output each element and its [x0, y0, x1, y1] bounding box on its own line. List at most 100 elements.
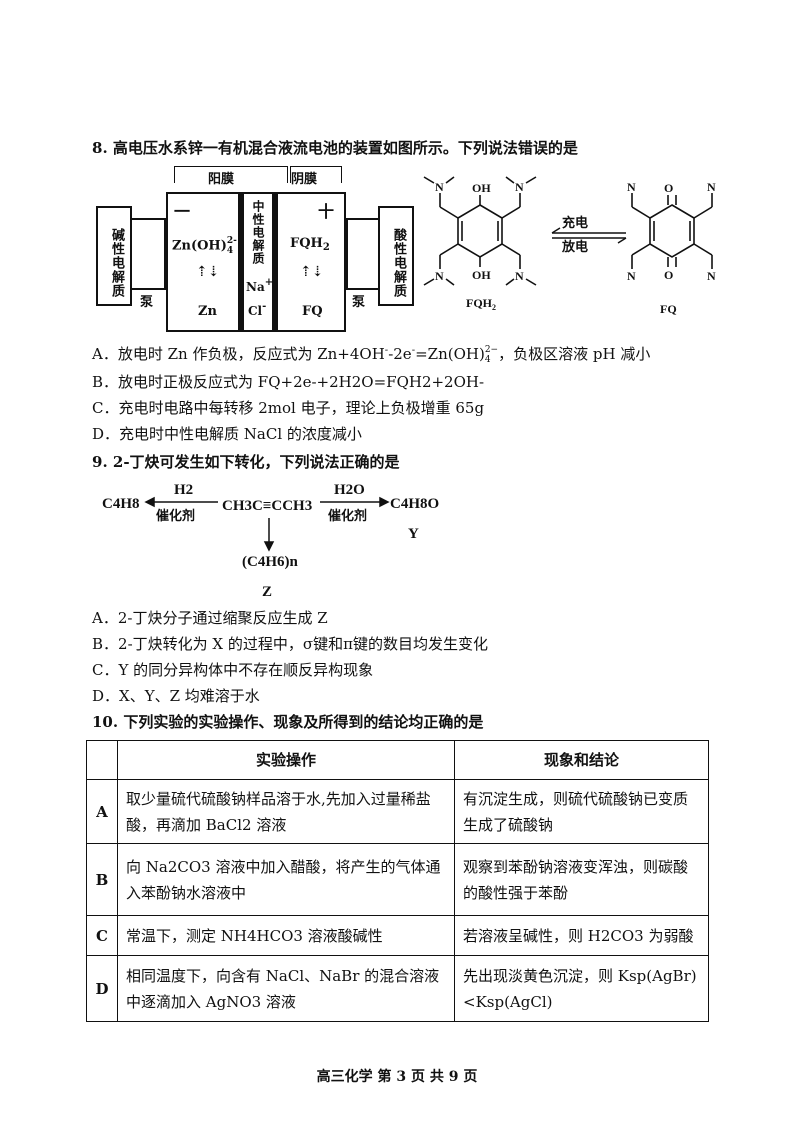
dashed-up-arrow: ⇡⇣: [196, 264, 220, 280]
table-row: D 相同温度下，向含有 NaCl、NaBr 的混合溶液中逐滴加入 AgNO3 溶…: [86, 955, 709, 1022]
product-x-formula: C4H8: [102, 496, 140, 512]
neutral-electrolyte-label: 中性电解质: [251, 200, 265, 265]
arrow-to-z-head: [263, 541, 275, 552]
fqh2-me5: [423, 278, 435, 286]
right-tank-label: 酸性电解质: [391, 228, 406, 298]
row-operation: 相同温度下，向含有 NaCl、NaBr 的混合溶液中逐滴加入 AgNO3 溶液: [117, 955, 455, 1022]
left-tank: 碱性电解质: [96, 206, 132, 306]
q9-reaction-scheme: C4H8 H2 催化剂 CH3C≡CCH3 H2O 催化剂 C4H8O Y (C…: [102, 482, 439, 600]
q9-stem: 9. 2-丁炔可发生如下转化，下列说法正确的是: [92, 453, 400, 471]
cl-label: Cl-: [248, 301, 267, 319]
q10-stem-text: 下列实验的实验操作、现象及所得到的结论均正确的是: [123, 713, 484, 731]
fq-ch2-ur: [693, 206, 713, 219]
fq-n4: N: [707, 269, 716, 283]
pump-left-label: 泵: [140, 295, 154, 310]
row-letter: B: [86, 843, 118, 916]
label-y: Y: [408, 526, 419, 542]
q9-option-a: A．2-丁炔分子通过缩聚反应生成 Z: [92, 609, 328, 627]
anode-membrane-label: 阳膜: [208, 172, 235, 187]
q9-stem-text: 2-丁炔可发生如下转化，下列说法正确的是: [112, 453, 400, 471]
fqh2-ring: [457, 204, 503, 258]
fq-o-bottom: O: [664, 268, 673, 282]
fqh2-structure: [423, 176, 537, 286]
fqh2-ch2-lr: [501, 243, 521, 256]
reactant-2-butyne: CH3C≡CCH3: [222, 498, 312, 514]
anode-membrane: [240, 192, 244, 332]
row-result: 观察到苯酚钠溶液变浑浊，则碳酸的酸性强于苯酚: [454, 843, 709, 916]
row-operation: 常温下，测定 NH4HCO3 溶液酸碱性: [117, 915, 455, 956]
table-header-blank: [86, 740, 118, 780]
fq-n3: N: [627, 269, 636, 283]
fq-reaction-scheme: OH OH N N N N FQH2 充电 放电 O O N N N N FQ: [423, 176, 716, 316]
h2o-reagent: H2O: [334, 482, 365, 498]
pos-sign: 十: [318, 202, 335, 221]
fq-ch2-lr: [693, 243, 713, 256]
experiment-table: 实验操作 现象和结论 A 取少量硫代硫酸钠样品溶于水,先加入过量稀盐酸，再滴加 …: [86, 740, 709, 1022]
fqh2-ch2-ur: [501, 206, 521, 219]
fqh2-ch2-ul: [439, 206, 459, 219]
row-letter: A: [86, 779, 118, 844]
negative-cell: 一 Zn(OH)2-4 ⇡⇣ Zn: [166, 192, 240, 332]
positive-cell: 十 FQH2 ⇡⇣ FQ: [276, 192, 346, 332]
q8-option-d: D．充电时中性电解质 NaCl 的浓度减小: [92, 425, 362, 443]
pump-right-label: 泵: [352, 295, 366, 310]
na-label: Na+: [246, 277, 274, 295]
fq-ch2-ll: [631, 243, 651, 256]
fq-ch2-ul: [631, 206, 651, 219]
fqh2-cell-label: FQH2: [290, 236, 330, 253]
fqh2-ch2-ll: [439, 243, 459, 256]
fqh2-n3: N: [435, 269, 444, 283]
fq-ring: [649, 204, 695, 258]
row-operation: 向 Na2CO3 溶液中加入醋酸，将产生的气体通入苯酚钠水溶液中: [117, 843, 455, 916]
zn-label: Zn: [198, 304, 217, 319]
product-z-formula: (C4H6)n: [242, 554, 298, 570]
q9-option-d: D．X、Y、Z 均难溶于水: [92, 687, 260, 705]
charge-label: 充电: [562, 215, 588, 230]
q8-number: 8: [92, 139, 103, 157]
fq-label: FQ: [660, 302, 677, 316]
left-pipe: [132, 218, 166, 290]
battery-diagram: 阳膜 阴膜 碱性电解质 泵 一 Zn(OH)2-4 ⇡⇣ Zn 中性电解质 Na…: [94, 162, 416, 337]
zn-oh-label: Zn(OH)2-4: [172, 236, 237, 256]
equilibrium-arrows: [551, 227, 627, 244]
q9-option-c: C．Y 的同分异构体中不存在顺反异构现象: [92, 661, 374, 679]
cathode-membrane-bracket: [290, 166, 342, 183]
fqh2-label: FQH2: [466, 296, 496, 312]
h2-reagent: H2: [174, 482, 193, 498]
discharge-label: 放电: [561, 239, 588, 254]
right-tank: 酸性电解质: [378, 206, 414, 306]
neg-sign: 一: [174, 202, 191, 221]
fq-n2: N: [707, 180, 716, 194]
dashed-arrow-right: ⇡⇣: [300, 264, 324, 280]
q9-option-b: B．2-丁炔转化为 X 的过程中，σ键和π键的数目均发生变化: [92, 635, 488, 653]
fqh2-me4: [525, 176, 537, 184]
row-letter: C: [86, 915, 118, 956]
arrow-to-x-head: [144, 496, 155, 508]
fq-structure: [631, 193, 713, 269]
fqh2-me7: [505, 278, 515, 286]
q8-option-c: C．充电时电路中每转移 2mol 电子，理论上负极增重 65g: [92, 399, 485, 417]
catalyst-2: 催化剂: [328, 508, 367, 523]
fqh2-me3: [505, 176, 515, 184]
q8-option-a: A．放电时 Zn 作负极，反应式为 Zn+4OH--2e-=Zn(OH)2−4，…: [92, 345, 651, 365]
table-header-row: 实验操作 现象和结论: [86, 740, 709, 780]
cathode-membrane: [272, 192, 276, 332]
anode-membrane-bracket: [174, 166, 288, 183]
fqh2-me1: [423, 176, 435, 184]
fq-o-top: O: [664, 181, 673, 195]
q8-stem: 8. 高电压水系锌一有机混合液流电池的装置如图所示。下列说法错误的是: [92, 139, 578, 157]
q8-option-b: B．放电时正极反应式为 FQ+2e-+2H2O=FQH2+2OH-: [92, 373, 485, 391]
table-header-operation: 实验操作: [117, 740, 455, 780]
right-pipe: [346, 218, 380, 290]
fqh2-oh-bottom: OH: [472, 268, 491, 282]
q9-number: 9: [92, 453, 103, 471]
row-result: 若溶液呈碱性，则 H2CO3 为弱酸: [454, 915, 709, 956]
arrow-to-y-head: [379, 496, 390, 508]
cathode-membrane-label: 阴膜: [291, 172, 318, 187]
fq-n1: N: [627, 180, 636, 194]
fqh2-me6: [445, 278, 455, 286]
table-row: B 向 Na2CO3 溶液中加入醋酸，将产生的气体通入苯酚钠水溶液中 观察到苯酚…: [86, 843, 709, 916]
row-result: 有沉淀生成，则硫代硫酸钠已变质生成了硫酸钠: [454, 779, 709, 844]
table-row: C 常温下，测定 NH4HCO3 溶液酸碱性 若溶液呈碱性，则 H2CO3 为弱…: [86, 915, 709, 956]
row-result: 先出现淡黄色沉淀，则 Ksp(AgBr)<Ksp(AgCl): [454, 955, 709, 1022]
